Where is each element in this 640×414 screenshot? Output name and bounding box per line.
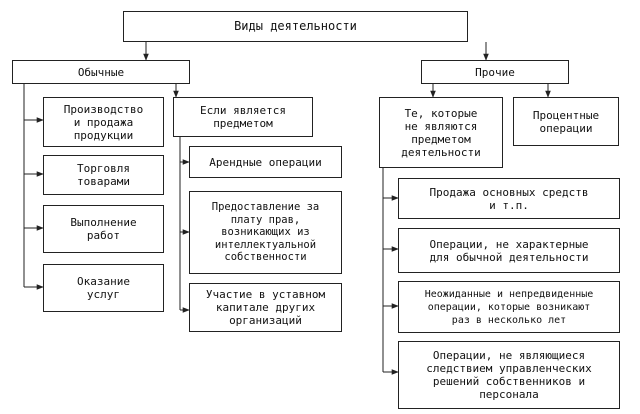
ordinary-item-4-label: Оказание услуг <box>77 275 130 301</box>
other-item-2-label: Операции, не характерные для обычной дея… <box>429 237 589 264</box>
ordinary-item-2: Торговля товарами <box>43 155 164 195</box>
ordinary-item-2-label: Торговля товарами <box>77 162 130 188</box>
subject-box: Если является предметом <box>173 97 313 137</box>
other-box: Прочие <box>421 60 569 84</box>
subject-item-3-label: Участие в уставном капитале других орган… <box>205 288 326 327</box>
other-item-1: Продажа основных средств и т.п. <box>398 178 620 219</box>
subject-item-3: Участие в уставном капитале других орган… <box>189 283 342 332</box>
ordinary-box: Обычные <box>12 60 190 84</box>
interest-box: Процентные операции <box>513 97 619 146</box>
other-item-1-label: Продажа основных средств и т.п. <box>429 185 589 212</box>
not-subject-label: Те, которые не являются предметом деятел… <box>401 106 481 159</box>
ordinary-item-4: Оказание услуг <box>43 264 164 312</box>
ordinary-label: Обычные <box>77 65 125 79</box>
subject-item-1-label: Арендные операции <box>209 155 322 169</box>
subject-item-2-label: Предоставление за плату прав, возникающи… <box>211 201 320 264</box>
not-subject-box: Те, которые не являются предметом деятел… <box>379 97 503 168</box>
subject-item-1: Арендные операции <box>189 146 342 178</box>
ordinary-item-1-label: Производство и продажа продукции <box>63 102 144 142</box>
root-label: Виды деятельности <box>234 19 357 33</box>
ordinary-item-1: Производство и продажа продукции <box>43 97 164 147</box>
other-item-2: Операции, не характерные для обычной дея… <box>398 228 620 273</box>
other-item-4: Операции, не являющиеся следствием управ… <box>398 341 620 409</box>
ordinary-item-3: Выполнение работ <box>43 205 164 253</box>
other-label: Прочие <box>475 65 515 79</box>
subject-item-2: Предоставление за плату прав, возникающи… <box>189 191 342 274</box>
root-box: Виды деятельности <box>123 11 468 42</box>
other-item-3-label: Неожиданные и непредвиденные операции, к… <box>424 288 594 326</box>
other-item-3: Неожиданные и непредвиденные операции, к… <box>398 281 620 333</box>
ordinary-item-3-label: Выполнение работ <box>70 216 137 242</box>
other-item-4-label: Операции, не являющиеся следствием управ… <box>426 349 592 401</box>
subject-label: Если является предметом <box>199 104 287 130</box>
interest-label: Процентные операции <box>532 108 600 135</box>
